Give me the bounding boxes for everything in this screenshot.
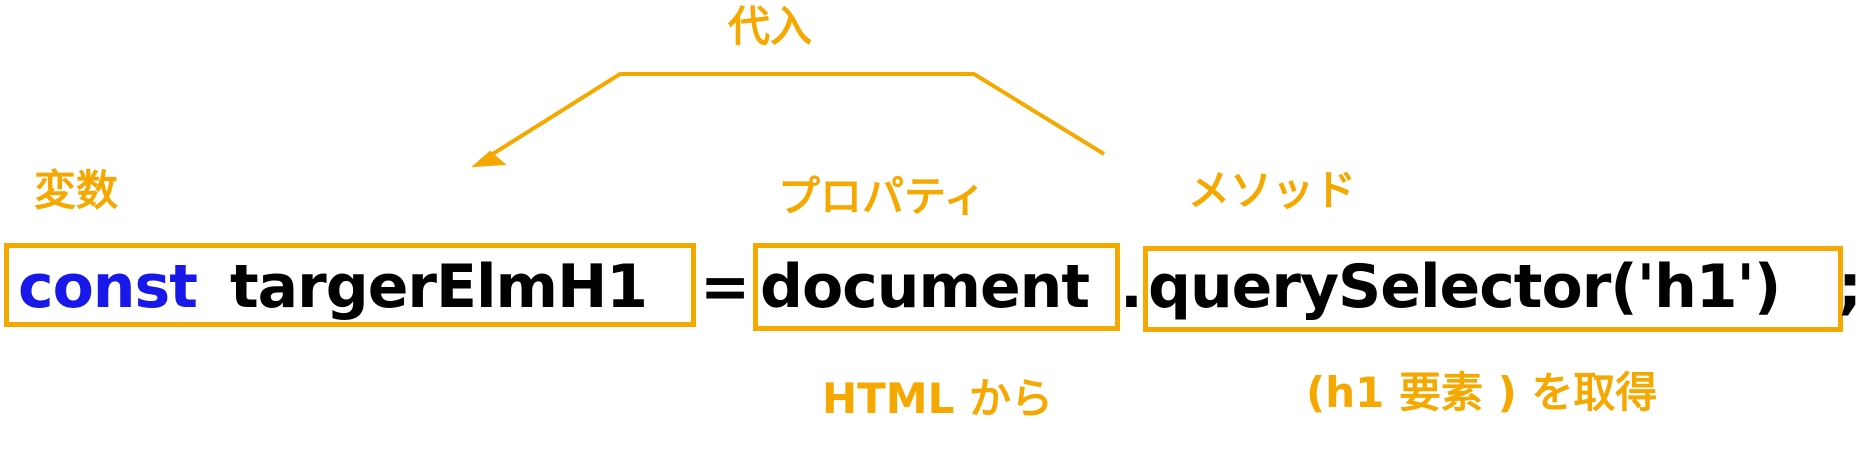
from-html-label: HTML から	[822, 374, 1053, 423]
code-keyword-const: const	[18, 252, 198, 322]
property-label: プロパティ	[778, 172, 986, 221]
assignment-arrow-line	[478, 72, 1106, 164]
code-method-call: querySelector('h1')	[1148, 252, 1781, 322]
method-label: メソッド	[1188, 166, 1357, 215]
variable-label: 変数	[34, 166, 119, 215]
property-highlight-box	[753, 243, 1120, 331]
variable-highlight-box	[4, 243, 696, 327]
code-document-object: document	[760, 252, 1090, 322]
get-element-label: (h1 要素 ) を取得	[1306, 368, 1658, 417]
assignment-arrow-head	[471, 150, 507, 168]
method-highlight-box	[1143, 246, 1843, 332]
code-dot: .	[1120, 252, 1143, 322]
code-variable-name: targerElmH1	[230, 252, 648, 322]
code-equals-sign: =	[700, 252, 750, 322]
code-semicolon: ;	[1838, 252, 1862, 322]
assign-label: 代入	[728, 2, 813, 51]
